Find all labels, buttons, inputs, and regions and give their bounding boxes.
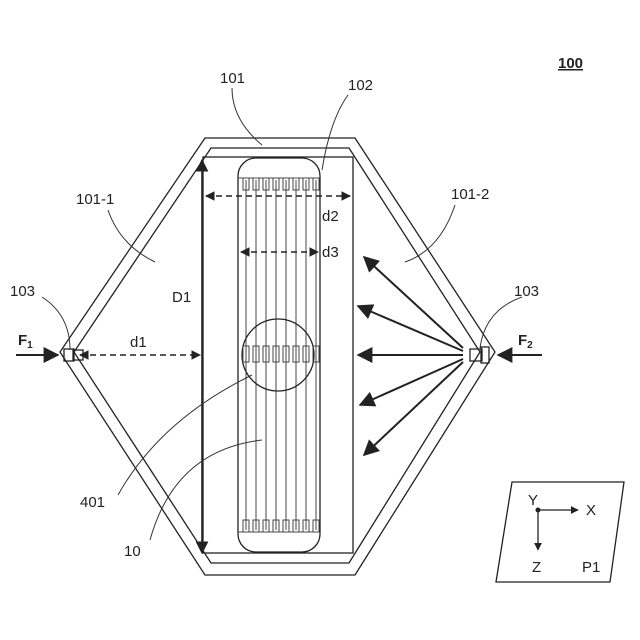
leader-10: [150, 440, 262, 540]
leader-101: [232, 88, 262, 145]
circle-teeth: [243, 346, 319, 362]
fan-arrow-5: [364, 362, 463, 455]
housing-outer: [60, 138, 495, 575]
dimension-d2-label: d2: [322, 208, 339, 225]
leader-102: [322, 95, 348, 170]
axis-y-label: Y: [528, 492, 538, 509]
leader-103-right: [480, 297, 522, 348]
heat-fins: [243, 178, 319, 532]
force-left-label: F1: [18, 332, 33, 351]
label-401: 401: [80, 494, 105, 511]
fan-arrow-4: [360, 359, 463, 405]
leader-103-left: [42, 297, 70, 350]
figure-number: 100: [558, 55, 583, 72]
plane-P1: [496, 482, 624, 582]
label-10: 10: [124, 543, 141, 560]
fan-arrows: [358, 257, 463, 455]
axis-z-label: Z: [532, 559, 541, 576]
plane-label: P1: [582, 559, 600, 576]
leader-401: [118, 375, 252, 495]
dimension-d1-label: d1: [130, 334, 147, 351]
leader-101-1: [108, 210, 155, 262]
label-103-right: 103: [514, 283, 539, 300]
label-101-1: 101-1: [76, 191, 114, 208]
dimension-D1-label: D1: [172, 289, 191, 306]
force-right-label: F2: [518, 332, 533, 351]
label-101: 101: [220, 70, 245, 87]
axis-x-label: X: [586, 502, 596, 519]
dimension-d3-label: d3: [322, 244, 339, 261]
label-103-left: 103: [10, 283, 35, 300]
label-102: 102: [348, 77, 373, 94]
fan-arrow-2: [358, 306, 463, 351]
label-101-2: 101-2: [451, 186, 489, 203]
